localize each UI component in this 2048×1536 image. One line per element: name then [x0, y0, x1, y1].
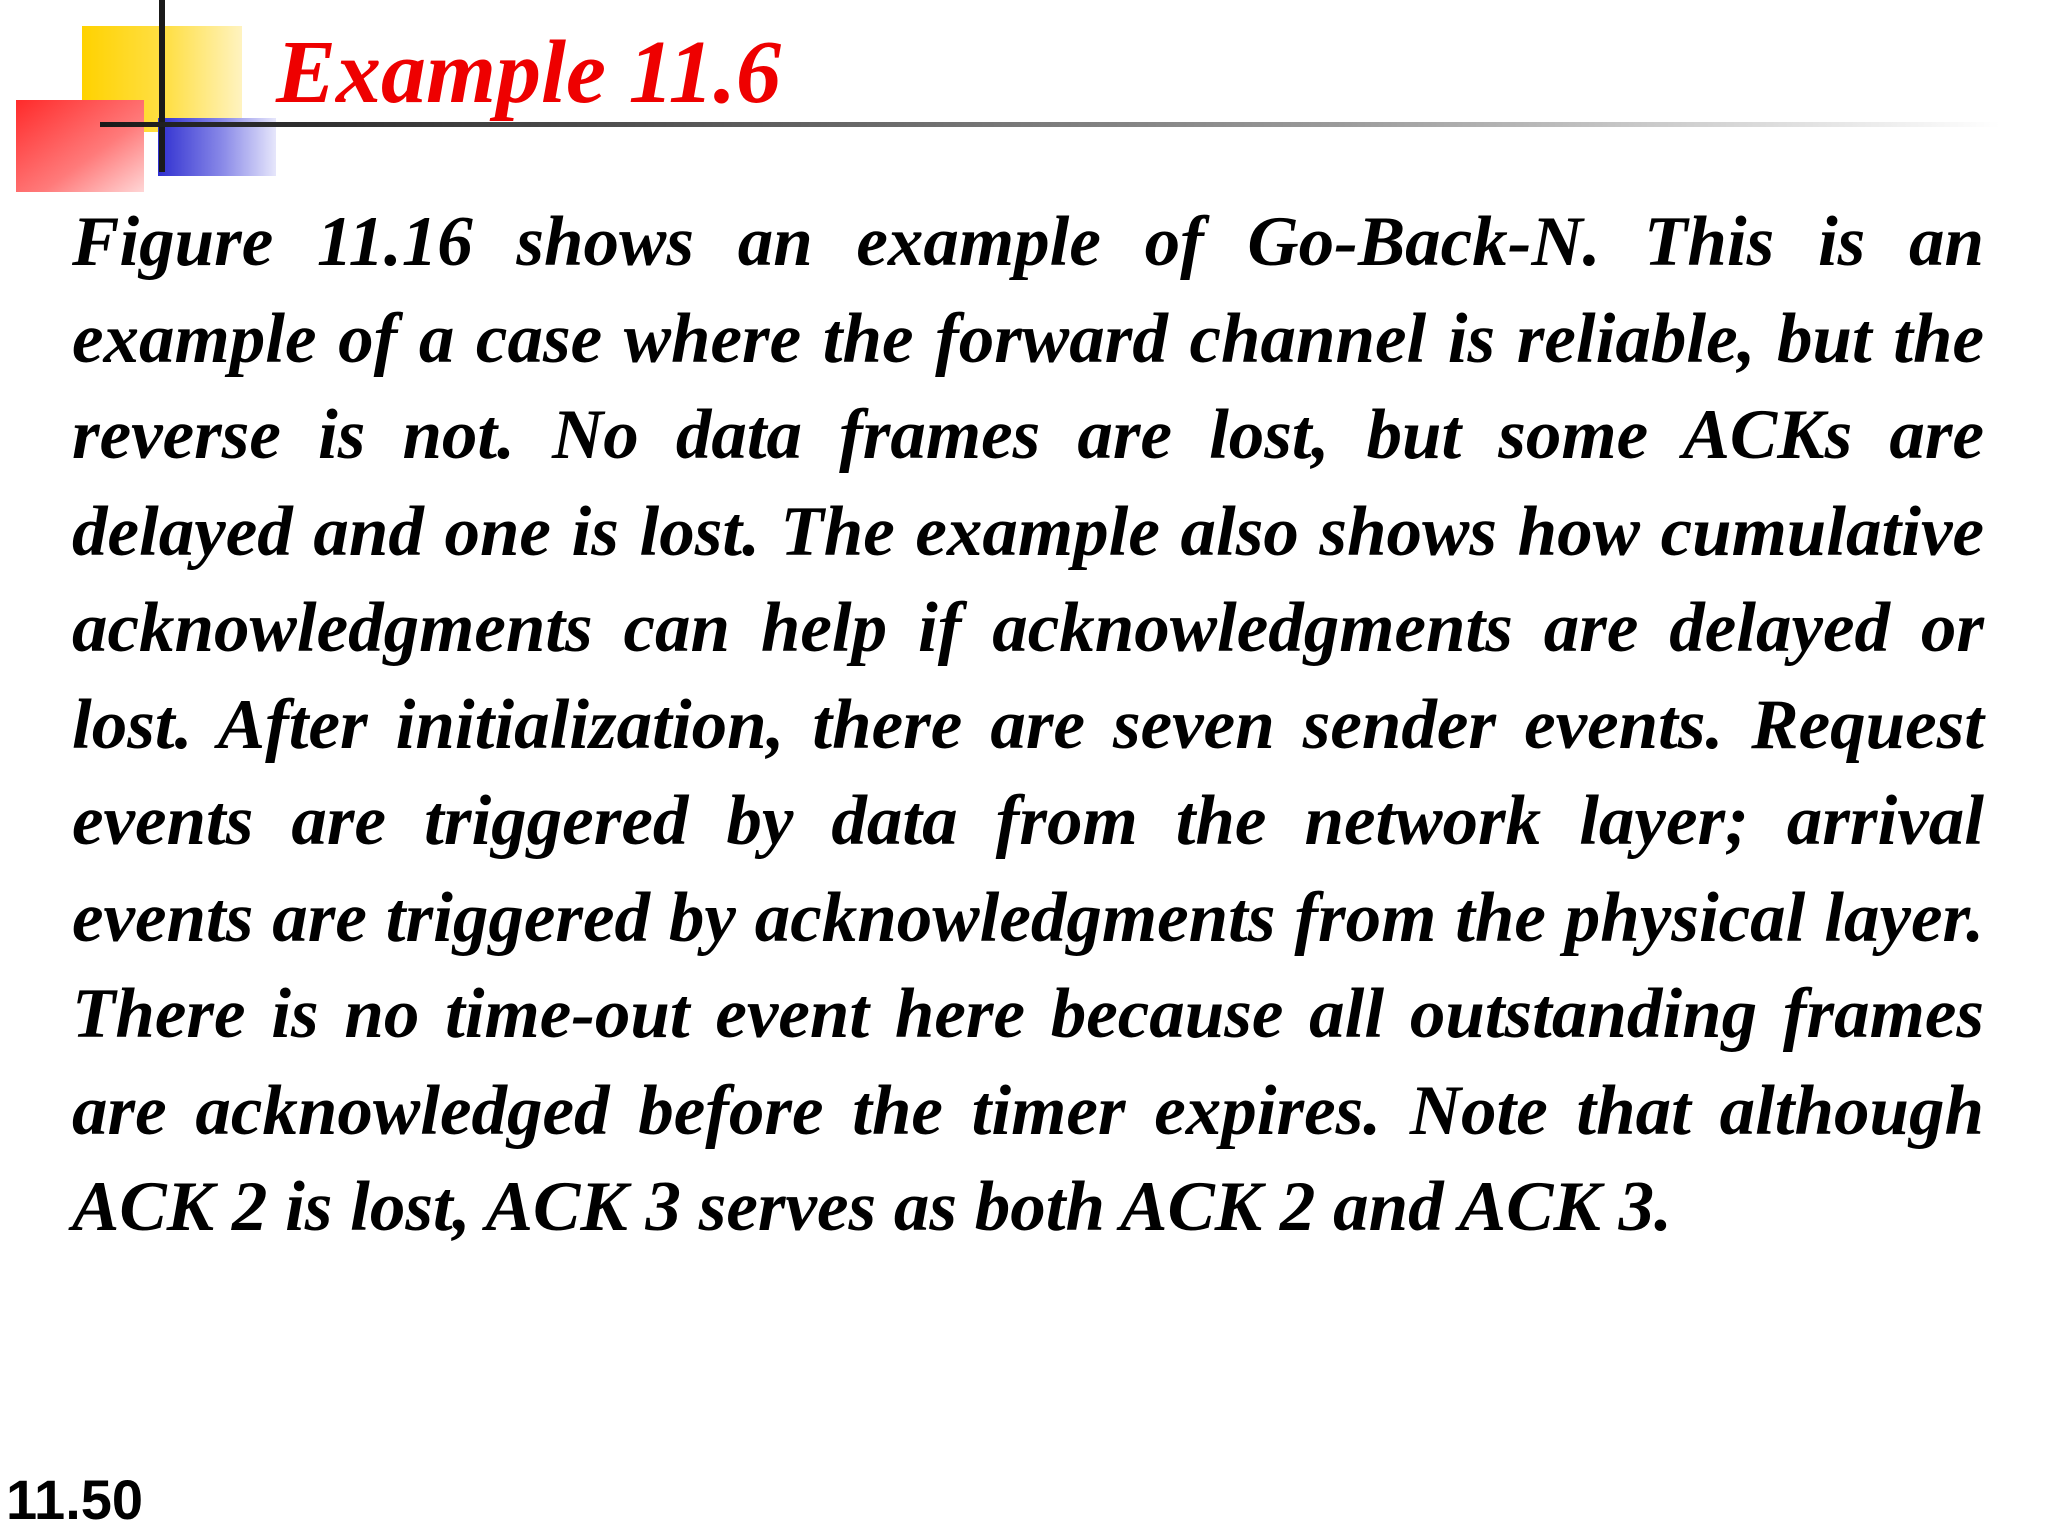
- emblem-vertical-line: [159, 0, 165, 172]
- emblem-blue-square: [158, 118, 276, 176]
- corner-emblem: [0, 0, 300, 200]
- slide-body-text: Figure 11.16 shows an example of Go-Back…: [72, 203, 1984, 1246]
- slide-title: Example 11.6: [276, 23, 782, 122]
- slide-number: 11.50: [6, 1468, 144, 1531]
- emblem-red-square: [16, 100, 144, 192]
- title-divider: [100, 122, 2000, 127]
